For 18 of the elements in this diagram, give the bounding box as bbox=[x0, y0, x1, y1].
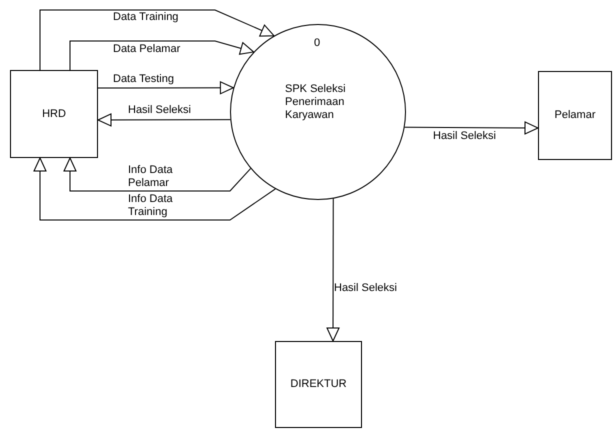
arrow bbox=[70, 40, 254, 70]
process-name: SPK Seleksi Penerimaan Karyawan bbox=[285, 83, 347, 122]
arrow bbox=[98, 81, 234, 94]
entity-box bbox=[10, 70, 98, 158]
entity-box bbox=[275, 341, 362, 428]
edge-label: Data Training bbox=[113, 11, 178, 24]
arrow bbox=[404, 121, 538, 134]
arrow bbox=[34, 158, 276, 220]
entity-box bbox=[538, 71, 612, 160]
entity-name: Pelamar bbox=[554, 108, 596, 124]
entity-name: HRD bbox=[42, 106, 66, 122]
arrow bbox=[40, 10, 274, 70]
arrow bbox=[64, 158, 252, 192]
arrow bbox=[98, 113, 231, 126]
process-number: 0 bbox=[314, 36, 320, 51]
entity-name: DIREKTUR bbox=[290, 377, 347, 392]
arrow bbox=[326, 198, 340, 342]
edge-label: Data Testing bbox=[113, 73, 174, 86]
